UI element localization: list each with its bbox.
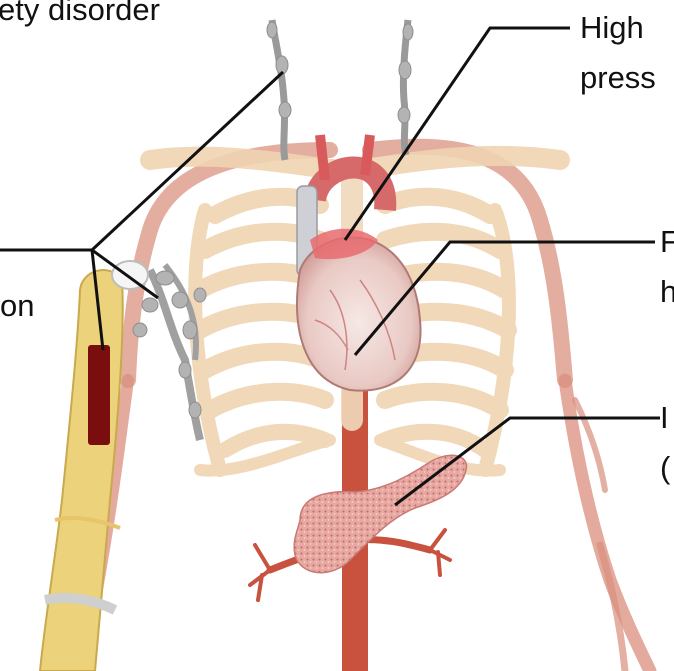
label-anxiety-disorder: ety disorder <box>0 0 160 25</box>
carotid-left <box>320 135 325 180</box>
branch-l1 <box>250 545 270 600</box>
bone-marrow <box>88 345 110 445</box>
right-arm-artery <box>565 380 650 671</box>
label-high-pressure-line2: press <box>580 62 656 93</box>
carotid-right <box>365 135 370 175</box>
branch-r1 <box>430 530 450 575</box>
arterial-system <box>82 147 650 671</box>
label-heart-line1: F <box>660 226 674 257</box>
label-heart-line2: h <box>660 276 674 307</box>
label-pancreas-line1: I <box>660 402 669 433</box>
label-pancreas-line2: ( <box>660 452 670 483</box>
label-left-mid: on <box>0 290 34 321</box>
label-high-pressure-line1: High <box>580 12 644 43</box>
